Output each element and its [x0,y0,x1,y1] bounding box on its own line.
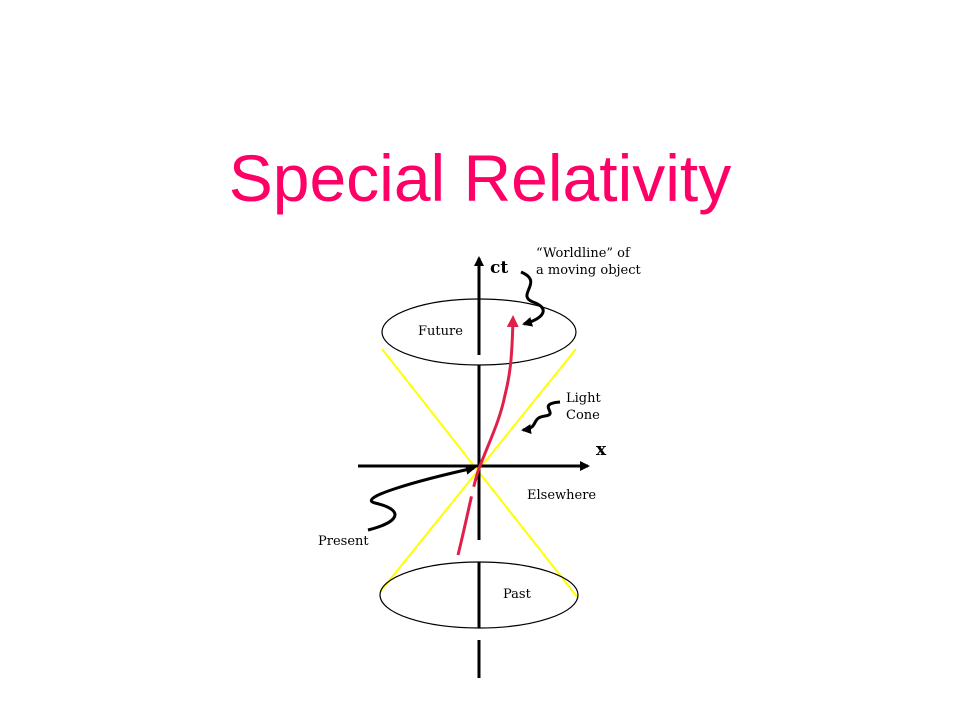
worldline-path [456,315,519,556]
time-axis-label: ct [490,258,508,278]
worldline-label-line1: “Worldline” of [536,246,631,261]
space-axis-label: x [596,440,607,460]
light-cone-label-line1: Light [566,391,601,406]
past-label: Past [503,587,532,602]
worldline-pointer-arrow [520,270,545,327]
future-label: Future [418,324,463,339]
light-cone-label-line2: Cone [566,408,600,423]
light-cone-pointer-arrow [521,400,561,435]
elsewhere-label: Elsewhere [527,488,596,503]
worldline-label-line2: a moving object [536,263,642,278]
present-label: Present [318,534,369,549]
present-pointer-arrow [367,464,476,532]
slide-title: Special Relativity [228,141,732,215]
